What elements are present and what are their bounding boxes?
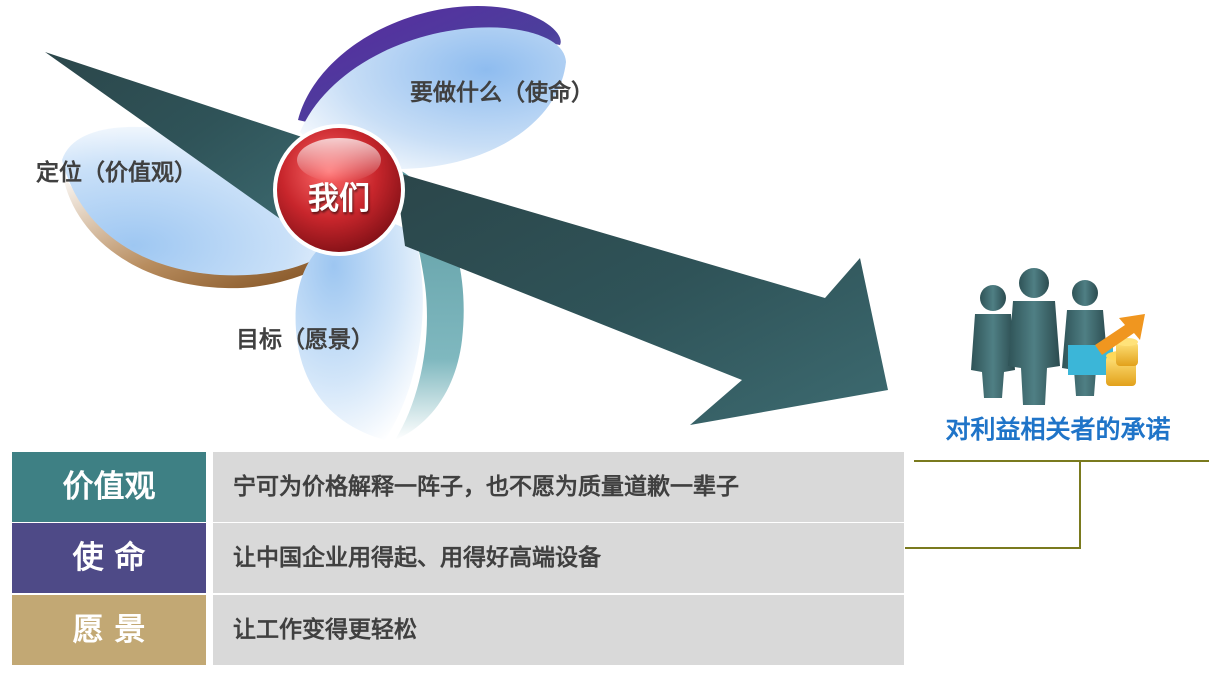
- vision-row: 愿 景 让工作变得更轻松: [12, 595, 904, 665]
- values-row: 价值观 宁可为价格解释一阵子，也不愿为质量道歉一辈子: [12, 452, 904, 522]
- vision-row-label: 愿 景: [12, 595, 206, 665]
- growth-arrow-icon: [1095, 314, 1145, 355]
- values-row-text: 宁可为价格解释一阵子，也不愿为质量道歉一辈子: [213, 452, 904, 522]
- people-icon: [1008, 268, 1060, 405]
- values-row-label: 价值观: [12, 452, 206, 522]
- center-label: 我们: [308, 181, 370, 217]
- mission-row-label: 使 命: [12, 523, 206, 593]
- connector-line: [905, 460, 1209, 549]
- mission-petal-label: 要做什么（使命）: [410, 80, 594, 106]
- mission-row: 使 命 让中国企业用得起、用得好高端设备: [12, 523, 904, 593]
- values-petal-label: 定位（价值观）: [36, 160, 197, 186]
- vision-petal-label: 目标（愿景）: [236, 327, 374, 353]
- mission-row-text: 让中国企业用得起、用得好高端设备: [213, 523, 904, 593]
- direction-arrow: [45, 52, 888, 425]
- vision-row-text: 让工作变得更轻松: [213, 595, 904, 665]
- coins-icon: [1068, 338, 1138, 386]
- center-ball: [273, 124, 405, 256]
- values-petal: [62, 126, 348, 289]
- promise-title: 对利益相关者的承诺: [945, 415, 1171, 444]
